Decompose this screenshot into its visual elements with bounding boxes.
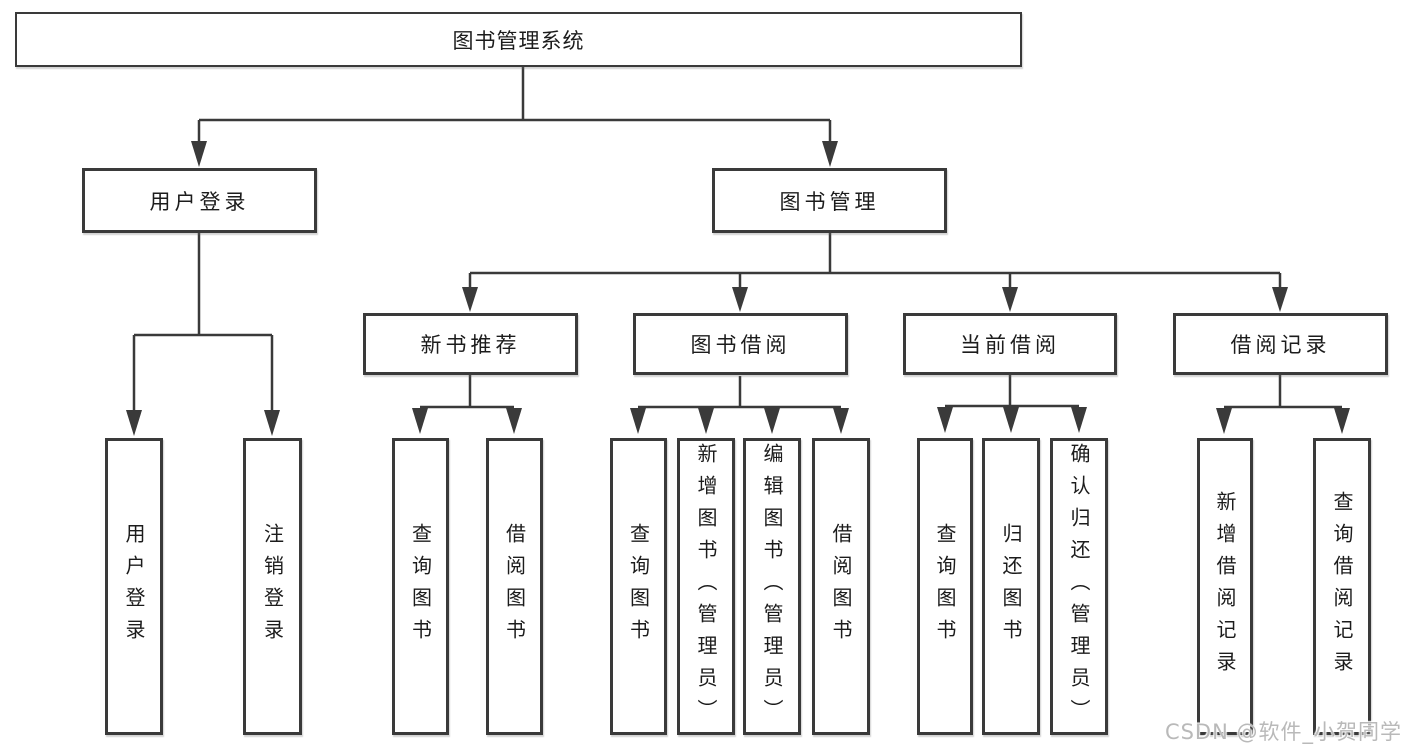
node-label: 当前借阅 [960,333,1060,357]
connector-new-book-recommend [412,375,522,434]
connector-borrowing-records [1216,375,1350,434]
node-user-login: 用户登录 [82,168,317,233]
node-current-borrowing: 当前借阅 [903,313,1117,375]
node-book-borrowing: 图书借阅 [633,313,848,375]
watermark: CSDN @软件_小贺同学 [1164,720,1402,744]
connector-root [191,67,838,167]
leaf-add-book-admin: 新增图书（管理员） [677,438,735,735]
leaf-borrow-books-recommend: 借阅图书 [486,438,543,735]
node-label: 借阅图书 [502,522,527,651]
node-label: 查询借阅记录 [1330,490,1354,683]
connector-book-borrowing [630,376,849,434]
node-label: 新增图书（管理员） [694,442,718,731]
node-label: 注销登录 [260,522,285,651]
node-label: 用户登录 [149,189,250,214]
leaf-query-books-recommend: 查询图书 [392,438,449,735]
node-label: 用户登录 [122,522,146,651]
leaf-borrow-books-borrowing: 借阅图书 [812,438,870,735]
leaf-user-login: 用户登录 [105,438,163,735]
node-new-book-recommend: 新书推荐 [363,313,578,375]
node-label: 图书管理 [779,189,880,214]
leaf-logout: 注销登录 [243,438,302,735]
leaf-edit-book-admin: 编辑图书（管理员） [743,438,801,735]
connector-user-login [126,233,280,436]
node-label: 新增借阅记录 [1213,490,1237,683]
leaf-query-books-current: 查询图书 [917,438,973,735]
node-label: 归还图书 [999,522,1023,651]
node-book-management: 图书管理 [712,168,947,233]
node-label: 确认归还（管理员） [1067,442,1091,731]
node-label: 借阅记录 [1230,333,1331,357]
node-label: 查询图书 [626,522,651,651]
node-label: 图书管理系统 [452,28,585,53]
node-library-management-system: 图书管理系统 [15,12,1022,67]
leaf-query-books-borrowing: 查询图书 [610,438,667,735]
leaf-return-books: 归还图书 [982,438,1040,735]
leaf-add-borrow-record: 新增借阅记录 [1197,438,1253,735]
node-label: 图书借阅 [690,333,791,357]
leaf-confirm-return-admin: 确认归还（管理员） [1050,438,1108,735]
node-label: 查询图书 [933,522,957,651]
node-label: 编辑图书（管理员） [760,442,784,731]
connector-current-borrowing [937,375,1087,433]
connector-book-management [462,233,1288,312]
node-label: 新书推荐 [420,333,521,357]
leaf-query-borrow-record: 查询借阅记录 [1313,438,1371,735]
node-label: 查询图书 [408,522,433,651]
node-label: 借阅图书 [829,522,853,651]
node-borrowing-records: 借阅记录 [1173,313,1388,375]
